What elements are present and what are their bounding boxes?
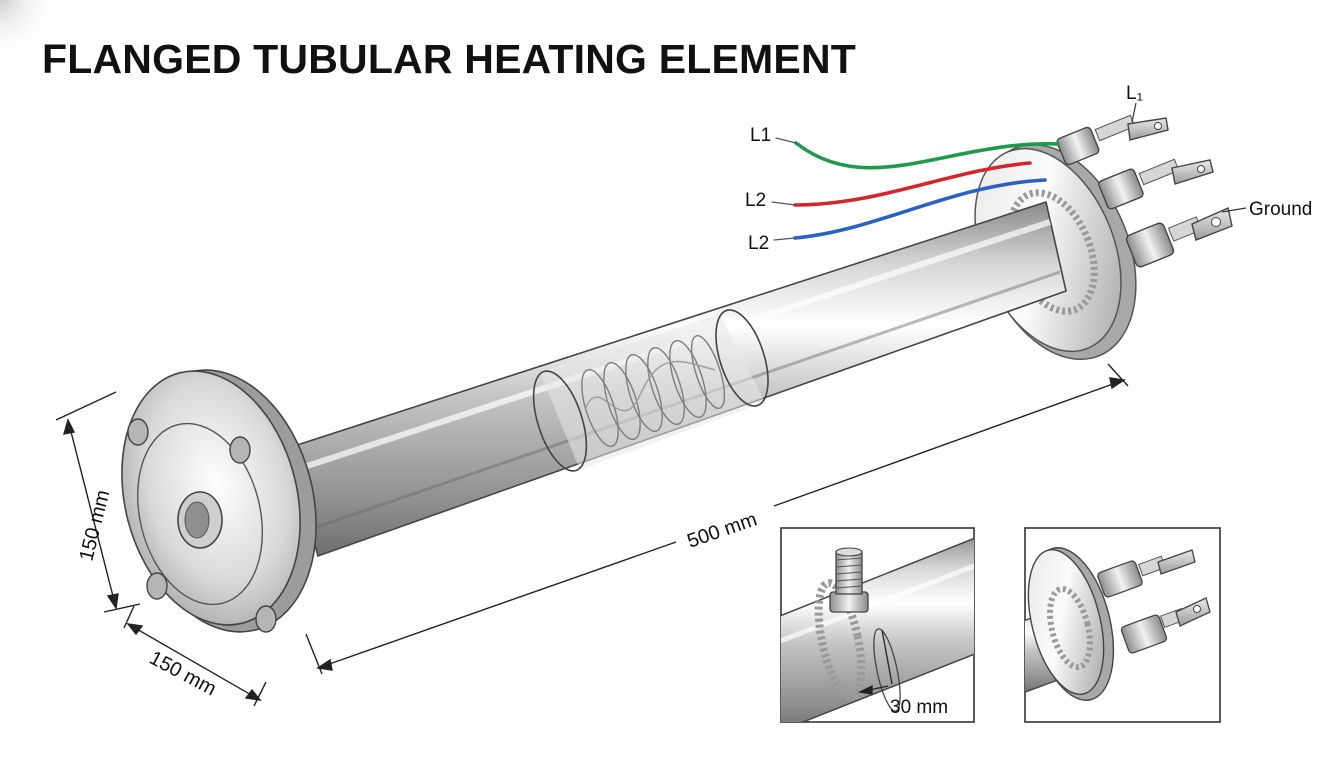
terminal-l1 <box>1056 114 1169 166</box>
wire-green <box>794 141 1060 170</box>
left-flange <box>121 369 317 633</box>
wire-blue <box>793 178 1047 240</box>
dim-length <box>305 363 1129 675</box>
diagram-title: FLANGED TUBULAR HEATING ELEMENT <box>42 36 857 82</box>
terminal-label-ground: Ground <box>1249 199 1312 220</box>
wire-label-red: L2 <box>745 190 766 211</box>
dim-flange-height-label: 150 mm <box>76 488 115 563</box>
detail-terminal-upper <box>1097 549 1196 598</box>
dim-flange-width <box>123 605 267 707</box>
wire-label-green: L1 <box>750 125 771 146</box>
dim-flange-height <box>55 391 141 613</box>
cutaway-section <box>532 309 769 472</box>
main-tube <box>287 200 1067 558</box>
bolt-hole <box>146 572 168 600</box>
wire-red <box>793 161 1032 207</box>
dim-detail-spacing-label: 30 mm <box>890 697 948 718</box>
bolt-hole <box>255 605 277 633</box>
detail-terminal-lower <box>1120 597 1211 654</box>
detail-inset-terminals <box>1024 527 1221 723</box>
dim-length-label: 500 mm <box>684 508 759 552</box>
wires <box>771 137 1060 241</box>
threaded-boss <box>829 547 869 613</box>
terminal-ground <box>1125 207 1233 268</box>
terminal-label-top: L₁ <box>1126 83 1143 104</box>
corner-shading <box>0 0 60 60</box>
wire-label-blue: L2 <box>748 233 769 254</box>
bolt-hole <box>229 436 251 464</box>
bolt-hole <box>127 418 149 446</box>
heating-coil <box>581 334 726 447</box>
detail-inset-boss: 30 mm <box>780 527 975 723</box>
terminal-l2 <box>1098 158 1214 210</box>
